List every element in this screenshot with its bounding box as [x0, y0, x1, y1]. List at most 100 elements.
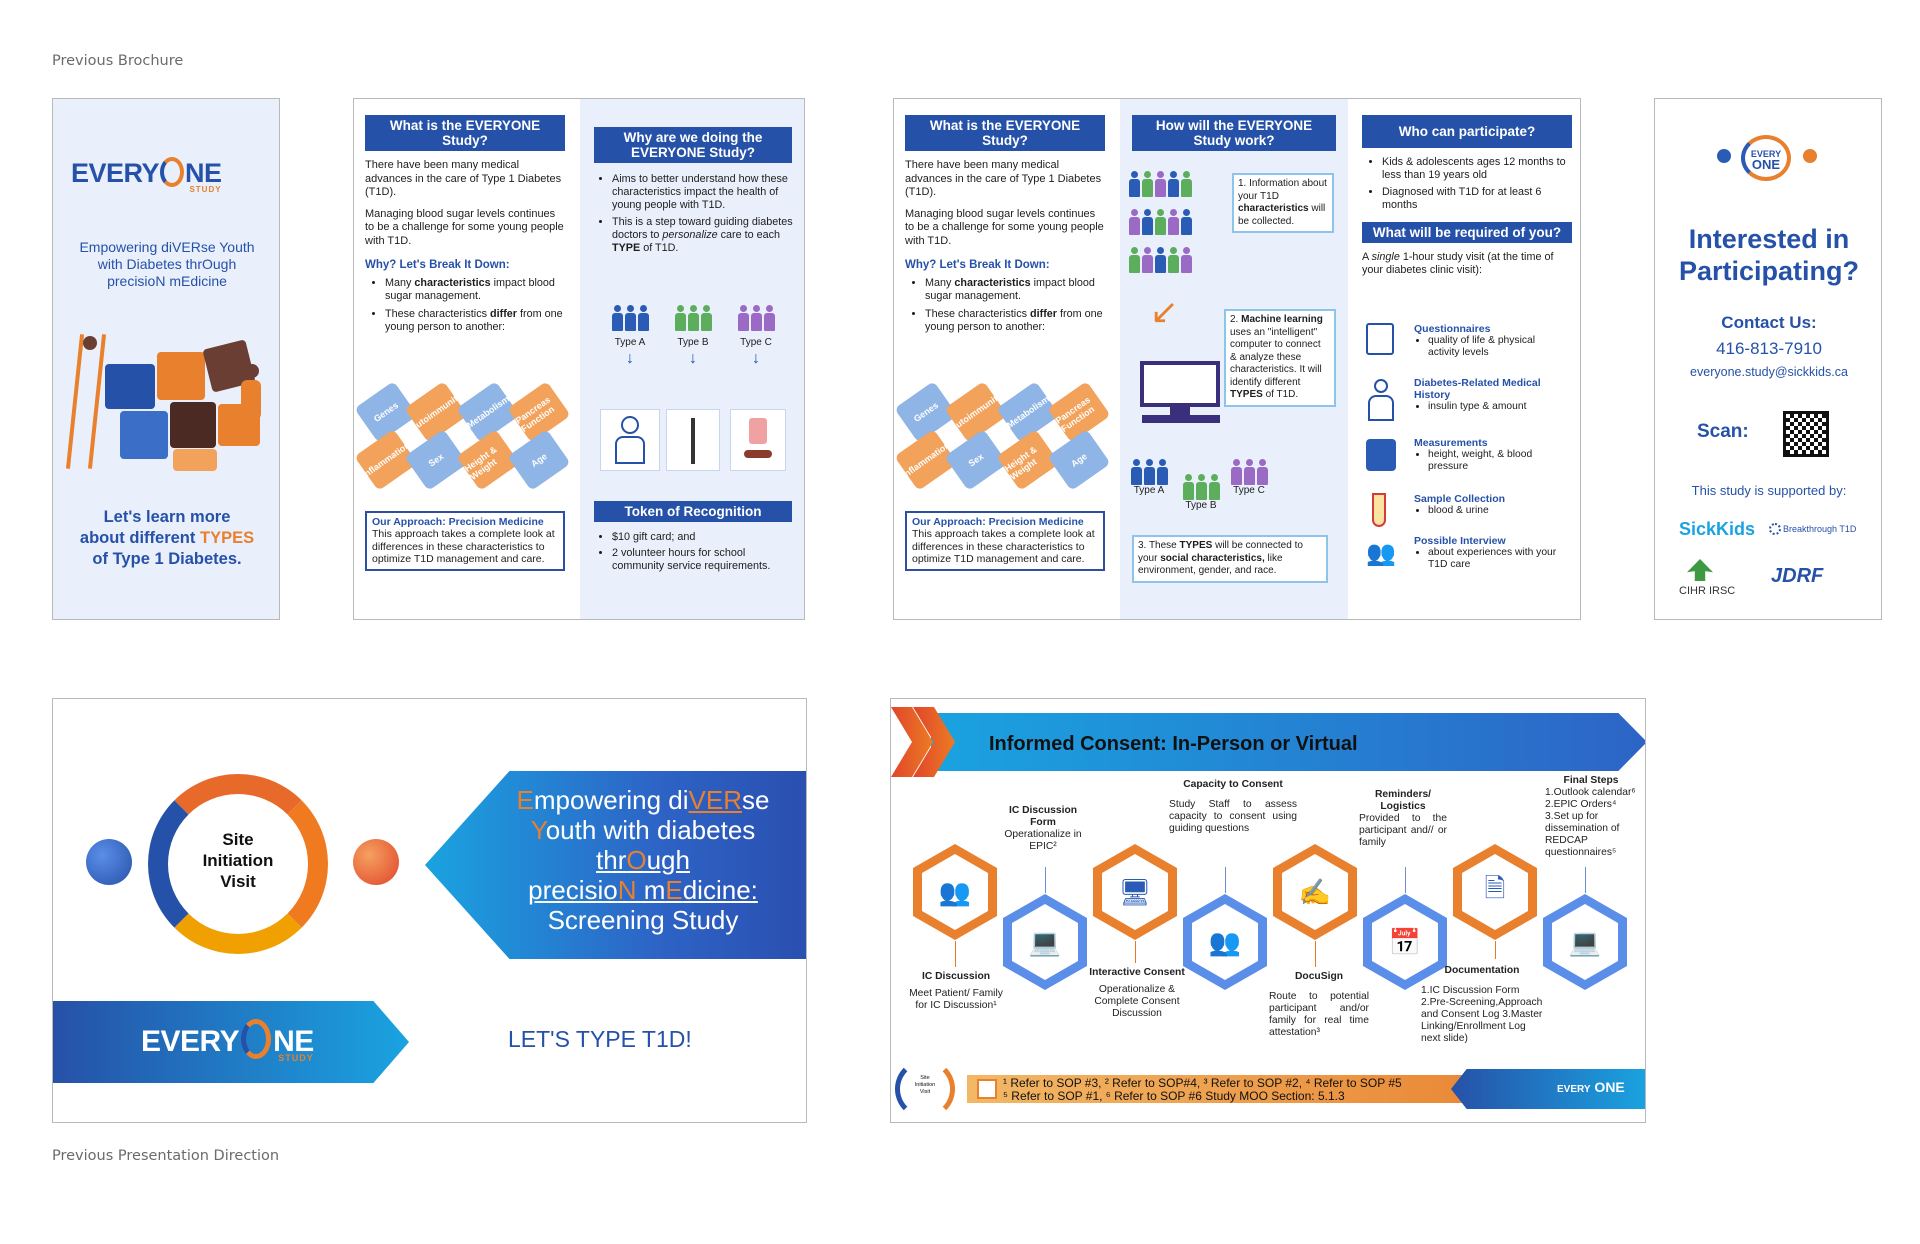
mini-logo-line: Initiation: [914, 1082, 936, 1088]
banner-logo-every: EVERY: [141, 1025, 240, 1058]
cover-tagline-line: with Diabetes thrOugh: [97, 256, 237, 272]
insulin-syringe-icon: [666, 409, 720, 471]
token-bullet: 2 volunteer hours for school community s…: [612, 547, 792, 573]
slogan: LET'S TYPE T1D!: [508, 1026, 692, 1052]
requirement-title: Possible Interview: [1414, 535, 1506, 547]
differ-bullet: These characteristics differ from one yo…: [385, 308, 565, 334]
requirements-header: What will be required of you?: [1362, 222, 1572, 243]
requirement-detail: blood & urine: [1428, 505, 1564, 517]
type-label: Type A: [614, 337, 646, 348]
hex-reminders[interactable]: 📅: [1363, 894, 1447, 990]
requirements-intro: A single 1-hour study visit (at the time…: [1362, 251, 1554, 276]
hex-ic-form[interactable]: 💻: [1003, 894, 1087, 990]
computer-stand-icon: [1170, 407, 1190, 415]
step-text: Study Staff to assess capacity to consen…: [1169, 799, 1297, 834]
down-arrow-icon: ↓: [752, 349, 760, 367]
step-text: 1.IC Discussion Form 2.Pre-Screening,App…: [1421, 985, 1543, 1044]
type-label: Type B: [677, 337, 709, 348]
approach-text: This approach takes a complete look at d…: [912, 528, 1095, 565]
back-logo-one: NE: [1762, 157, 1781, 172]
slide-informed-consent: Informed Consent: In-Person or Virtual 👥…: [890, 698, 1646, 1123]
consent-title-banner: [931, 713, 1645, 771]
mini-logo: [895, 1059, 955, 1119]
slide-site-initiation: Site Initiation Visit Empowering diVERse…: [52, 698, 807, 1123]
cover-logo-study: STUDY: [189, 185, 222, 194]
step-title: IC Discussion: [921, 971, 991, 982]
cover-puzzle-illustration: [65, 324, 270, 474]
logo-text-line: Site: [222, 830, 254, 849]
back-logo-every: EVERY: [1750, 149, 1782, 159]
cover-logo-every: EVERY: [71, 158, 160, 188]
qr-code-icon[interactable]: [1783, 411, 1829, 457]
who-bullet: Diagnosed with T1D for at least 6 months: [1382, 186, 1572, 212]
contact-email[interactable]: everyone.study@sickkids.ca: [1690, 365, 1848, 379]
step-text: Operationalize in EPIC²: [1004, 829, 1082, 852]
step-text: 1.Outlook calendar⁶ 2.EPIC Orders⁴ 3.Set…: [1545, 787, 1636, 858]
what-is-paragraph: Managing blood sugar levels continues to…: [365, 207, 564, 247]
cover-tagline-line: Empowering diVERse Youth: [79, 239, 255, 255]
brochure-back-panel: EVERY ONE Interested in Participating? C…: [1654, 98, 1882, 620]
characteristics-puzzle: Genes Autoimmunity Metabolism Pancreas F…: [354, 381, 571, 491]
hex-interactive-consent[interactable]: 🖥: [1093, 844, 1177, 940]
requirement-detail: insulin type & amount: [1428, 401, 1564, 413]
logo-text-line: Initiation: [202, 851, 274, 870]
step-3-note: 3. These TYPES will be connected to your…: [1132, 535, 1328, 583]
what-is-paragraph: There have been many medical advances in…: [365, 159, 562, 198]
characteristics-bullet: Many characteristics impact blood sugar …: [925, 277, 1105, 303]
interview-icon: 👥: [1366, 540, 1396, 567]
step-1-note: 1. Information about your T1D characteri…: [1232, 173, 1334, 233]
clipboard-icon: [1366, 323, 1394, 355]
type-b-cluster: Type B: [1176, 474, 1226, 512]
approach-box: Our Approach: Precision Medicine This ap…: [365, 511, 565, 571]
keyboard-icon: [1142, 415, 1220, 423]
sign-document-icon: ✍: [1282, 854, 1348, 930]
computer-icon: [1140, 361, 1220, 407]
how-column: How will the EVERYONE Study work? 1. Inf…: [1120, 99, 1348, 619]
requirement-item: Sample Collection blood & urine: [1364, 493, 1574, 535]
what-is-paragraph: Managing blood sugar levels continues to…: [905, 207, 1104, 247]
step-title: IC Discussion Form: [1008, 805, 1078, 828]
type-c-group: Type C ↓: [726, 305, 786, 368]
requirement-detail: quality of life & physical activity leve…: [1428, 335, 1564, 359]
document-icon: [977, 1079, 997, 1099]
sponsor-breakthrough-logo: Breakthrough T1D: [1769, 523, 1856, 535]
break-it-down-subheading: Why? Let's Break It Down:: [365, 259, 510, 271]
step-text: Meet Patient/ Family for IC Discussion¹: [909, 988, 1003, 1011]
footer-logo: EVERY ONE: [1557, 1079, 1625, 1095]
cover-tagline: Empowering diVERse Youth with Diabetes t…: [63, 239, 271, 290]
logo-right-dot: [353, 839, 399, 885]
hex-final-steps[interactable]: 💻: [1543, 894, 1627, 990]
connector-line: [1045, 867, 1046, 893]
differ-bullet: These characteristics differ from one yo…: [925, 308, 1105, 334]
hex-capacity[interactable]: 👥: [1183, 894, 1267, 990]
scale-icon: [1366, 439, 1396, 471]
sponsor-jdrf-logo: JDRF: [1771, 565, 1824, 587]
hex-docusign[interactable]: ✍: [1273, 844, 1357, 940]
what-is-header: What is the EVERYONE Study?: [365, 115, 565, 151]
consent-title: Informed Consent: In-Person or Virtual: [989, 733, 1358, 755]
participate-heading: Interested in Participating?: [1678, 224, 1860, 286]
requirement-detail: height, weight, & blood pressure: [1428, 449, 1564, 473]
scan-label: Scan:: [1697, 421, 1749, 442]
hex-documentation[interactable]: 🗎: [1453, 844, 1537, 940]
step-title: Interactive Consent: [1089, 967, 1185, 978]
hex-ic-discussion[interactable]: 👥: [913, 844, 997, 940]
cihr-leaf-icon: [1687, 559, 1713, 581]
contact-phone[interactable]: 416-813-7910: [1716, 339, 1822, 358]
requirement-item: Diabetes-Related Medical History insulin…: [1364, 377, 1574, 437]
requirement-item: Questionnaires quality of life & physica…: [1364, 321, 1574, 377]
document-icon: 🗎: [1462, 854, 1528, 930]
type-label: Type C: [1233, 485, 1265, 496]
connector-line: [1225, 867, 1226, 893]
step-title: Final Steps: [1563, 775, 1619, 786]
mini-logo-line: Site: [920, 1075, 930, 1081]
